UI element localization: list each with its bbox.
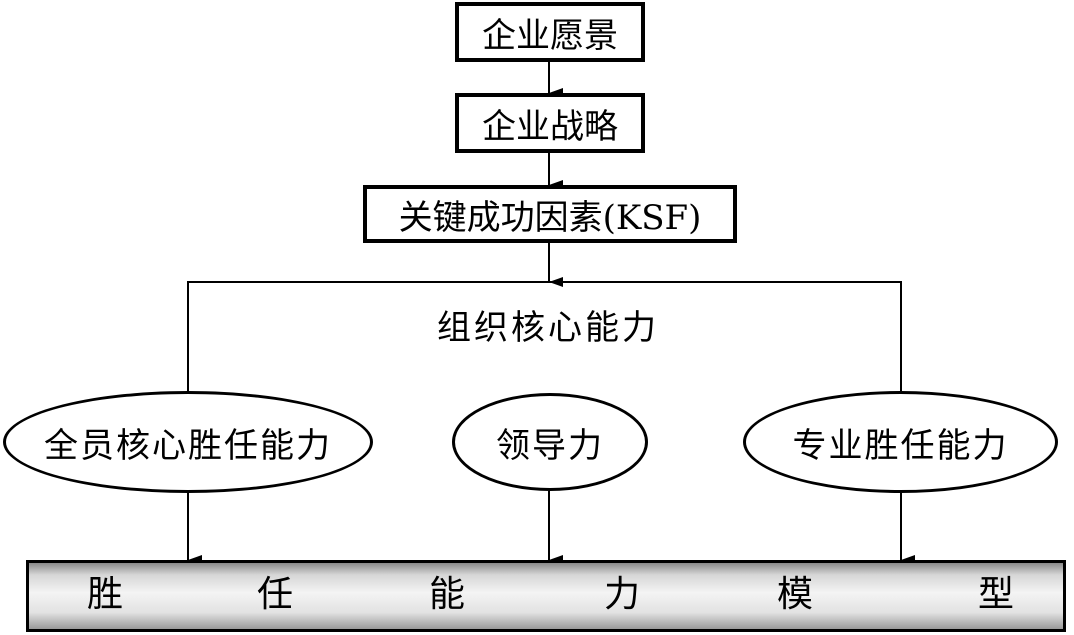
strategy-box: 企业战略 bbox=[455, 93, 645, 153]
professional-ellipse: 专业胜任能力 bbox=[743, 391, 1058, 493]
competency-model-bar bbox=[26, 560, 1066, 632]
model-char-4: 力 bbox=[604, 574, 641, 615]
vision-box: 企业愿景 bbox=[455, 2, 645, 62]
model-char-5: 模 bbox=[777, 574, 814, 615]
model-char-2: 任 bbox=[257, 574, 294, 615]
model-char-6: 型 bbox=[978, 574, 1015, 615]
model-char-1: 胜 bbox=[87, 574, 124, 615]
core-capability-label: 组织核心能力 bbox=[437, 308, 659, 348]
model-char-3: 能 bbox=[429, 574, 466, 615]
core-capability-bracket bbox=[187, 281, 902, 391]
all-staff-ellipse: 全员核心胜任能力 bbox=[3, 391, 373, 493]
leadership-ellipse: 领导力 bbox=[452, 393, 648, 491]
ksf-box: 关键成功因素(KSF) bbox=[363, 185, 737, 243]
